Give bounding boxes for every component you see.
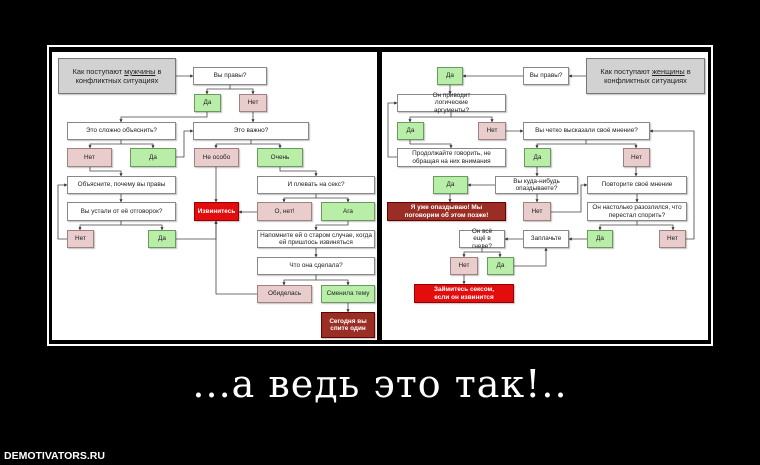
men-offended: Обиделась [257, 285, 312, 303]
women-q-right: Вы правы? [523, 67, 569, 85]
women-q-late: Вы куда-нибудь опаздываете? [495, 176, 578, 194]
men-q-sex: И плевать на секс? [257, 176, 375, 194]
men-oh-no: О, нет! [257, 202, 312, 221]
men-apologize: Извинитесь [194, 202, 239, 221]
women-no-5: Нет [659, 230, 686, 248]
women-q-angry-stop: Он настолько разозлился, что перестал сп… [587, 202, 687, 221]
men-no-3: Нет [67, 230, 94, 248]
men-no-2: Нет [67, 148, 112, 167]
men-changed-topic: Сменила тему [321, 285, 375, 303]
title-text: в конфликтных ситуациях [75, 67, 162, 85]
title-text: в конфликтных ситуациях [604, 67, 691, 85]
women-keep-talking: Продолжайте говорить, не обращая на них … [397, 148, 506, 167]
men-q-tired: Вы устали от её отговорок? [67, 202, 176, 221]
men-q-hard: Это сложно объяснить? [67, 122, 176, 140]
women-q-still-angry: Он всё ещё в гневе? [459, 228, 505, 250]
title-text: Как поступают [600, 67, 650, 76]
women-title-box: Как поступают женщины в конфликтных ситу… [586, 58, 705, 94]
women-yes-1: Да [437, 67, 463, 85]
women-late: Я уже опаздываю! Мы поговорим об этом по… [387, 202, 506, 221]
women-yes-4: Да [433, 176, 468, 194]
men-very: Очень [257, 148, 303, 167]
women-no-2: Нет [478, 122, 506, 140]
women-no-4: Нет [523, 202, 551, 221]
women-cry: Заплачьте [523, 230, 569, 248]
men-remind: Напомните ей о старом случае, когда ей п… [257, 230, 375, 248]
women-repeat: Повторите своё мнение [587, 176, 687, 194]
men-explain: Объясните, почему вы правы [67, 176, 176, 194]
women-no-3: Нет [623, 148, 650, 167]
women-q-clear: Вы четко высказали своё мнение? [523, 122, 650, 140]
men-q-important: Это важно? [193, 122, 309, 140]
women-sex: Займитесь сексом, если он извинится [414, 284, 514, 303]
men-yes-3: Да [148, 230, 176, 248]
men-q-right: Вы правы? [193, 67, 267, 85]
women-yes-3: Да [524, 148, 551, 167]
women-yes-2: Да [397, 122, 424, 140]
men-q-what: Что она сделала? [257, 257, 375, 275]
women-q-logic: Он приводит логические аргументы? [397, 92, 506, 114]
title-emphasis: женщины [651, 67, 685, 76]
men-yes-2: Да [130, 148, 176, 167]
women-yes-5: Да [587, 230, 613, 248]
watermark: DEMOTIVATORS.RU [4, 450, 105, 462]
men-not-really: Не особо [194, 148, 239, 167]
men-yeah: Ага [321, 202, 375, 221]
title-text: Как поступают [72, 67, 123, 76]
title-emphasis: мужчины [124, 67, 156, 76]
women-no-6: Нет [450, 257, 478, 275]
men-yes-1: Да [194, 94, 221, 112]
men-title-box: Как поступают мужчины в конфликтных ситу… [58, 58, 176, 94]
men-sleep-alone: Сегодня вы спите один [321, 312, 375, 338]
poster-caption: ...а ведь это так!.. [192, 362, 568, 406]
women-yes-6: Да [487, 257, 514, 275]
men-no-1: Нет [239, 94, 267, 112]
